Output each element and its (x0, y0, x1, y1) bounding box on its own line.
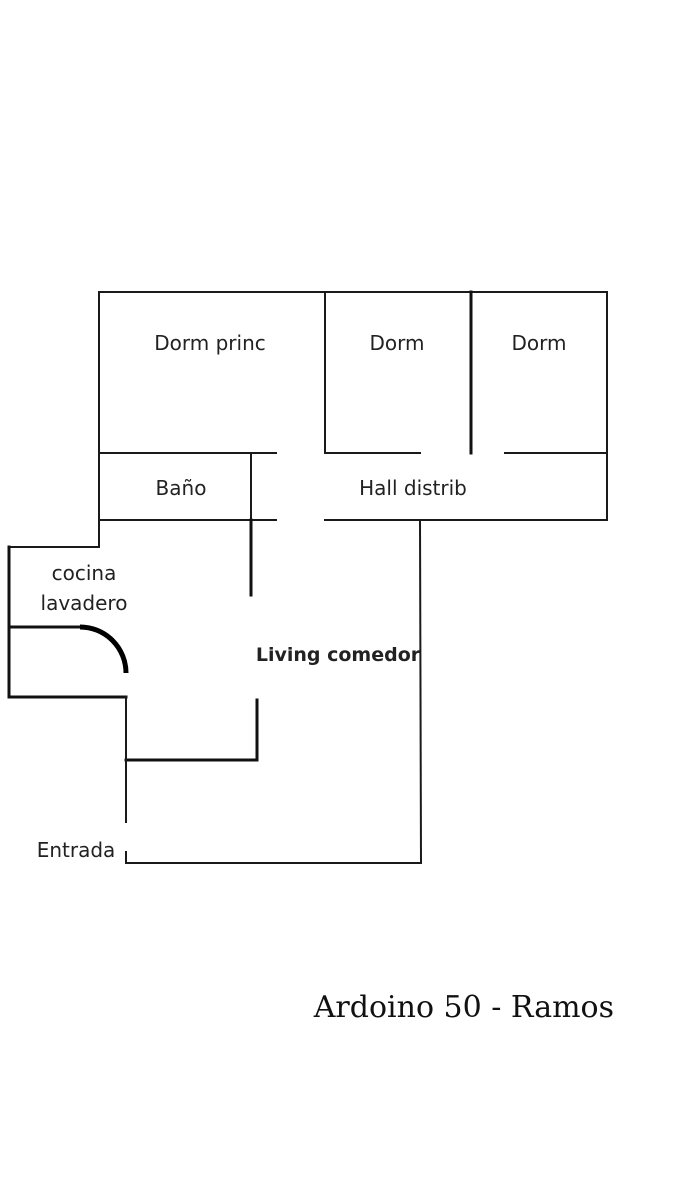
door-swing-arc-icon (79, 624, 129, 674)
walls (7, 290, 608, 865)
plan-caption: Ardoino 50 - Ramos (313, 990, 614, 1025)
label-living-comedor: Living comedor (256, 644, 421, 666)
label-dorm-2: Dorm (370, 331, 425, 355)
label-entrada: Entrada (37, 838, 116, 862)
wall-living-right (418, 518, 423, 865)
label-hall-distrib: Hall distrib (359, 476, 467, 500)
label-cocina: cocina (52, 561, 117, 585)
label-bano: Baño (156, 476, 207, 500)
label-dorm-princ: Dorm princ (154, 331, 266, 355)
label-dorm-3: Dorm (512, 331, 567, 355)
label-lavadero: lavadero (41, 591, 128, 615)
